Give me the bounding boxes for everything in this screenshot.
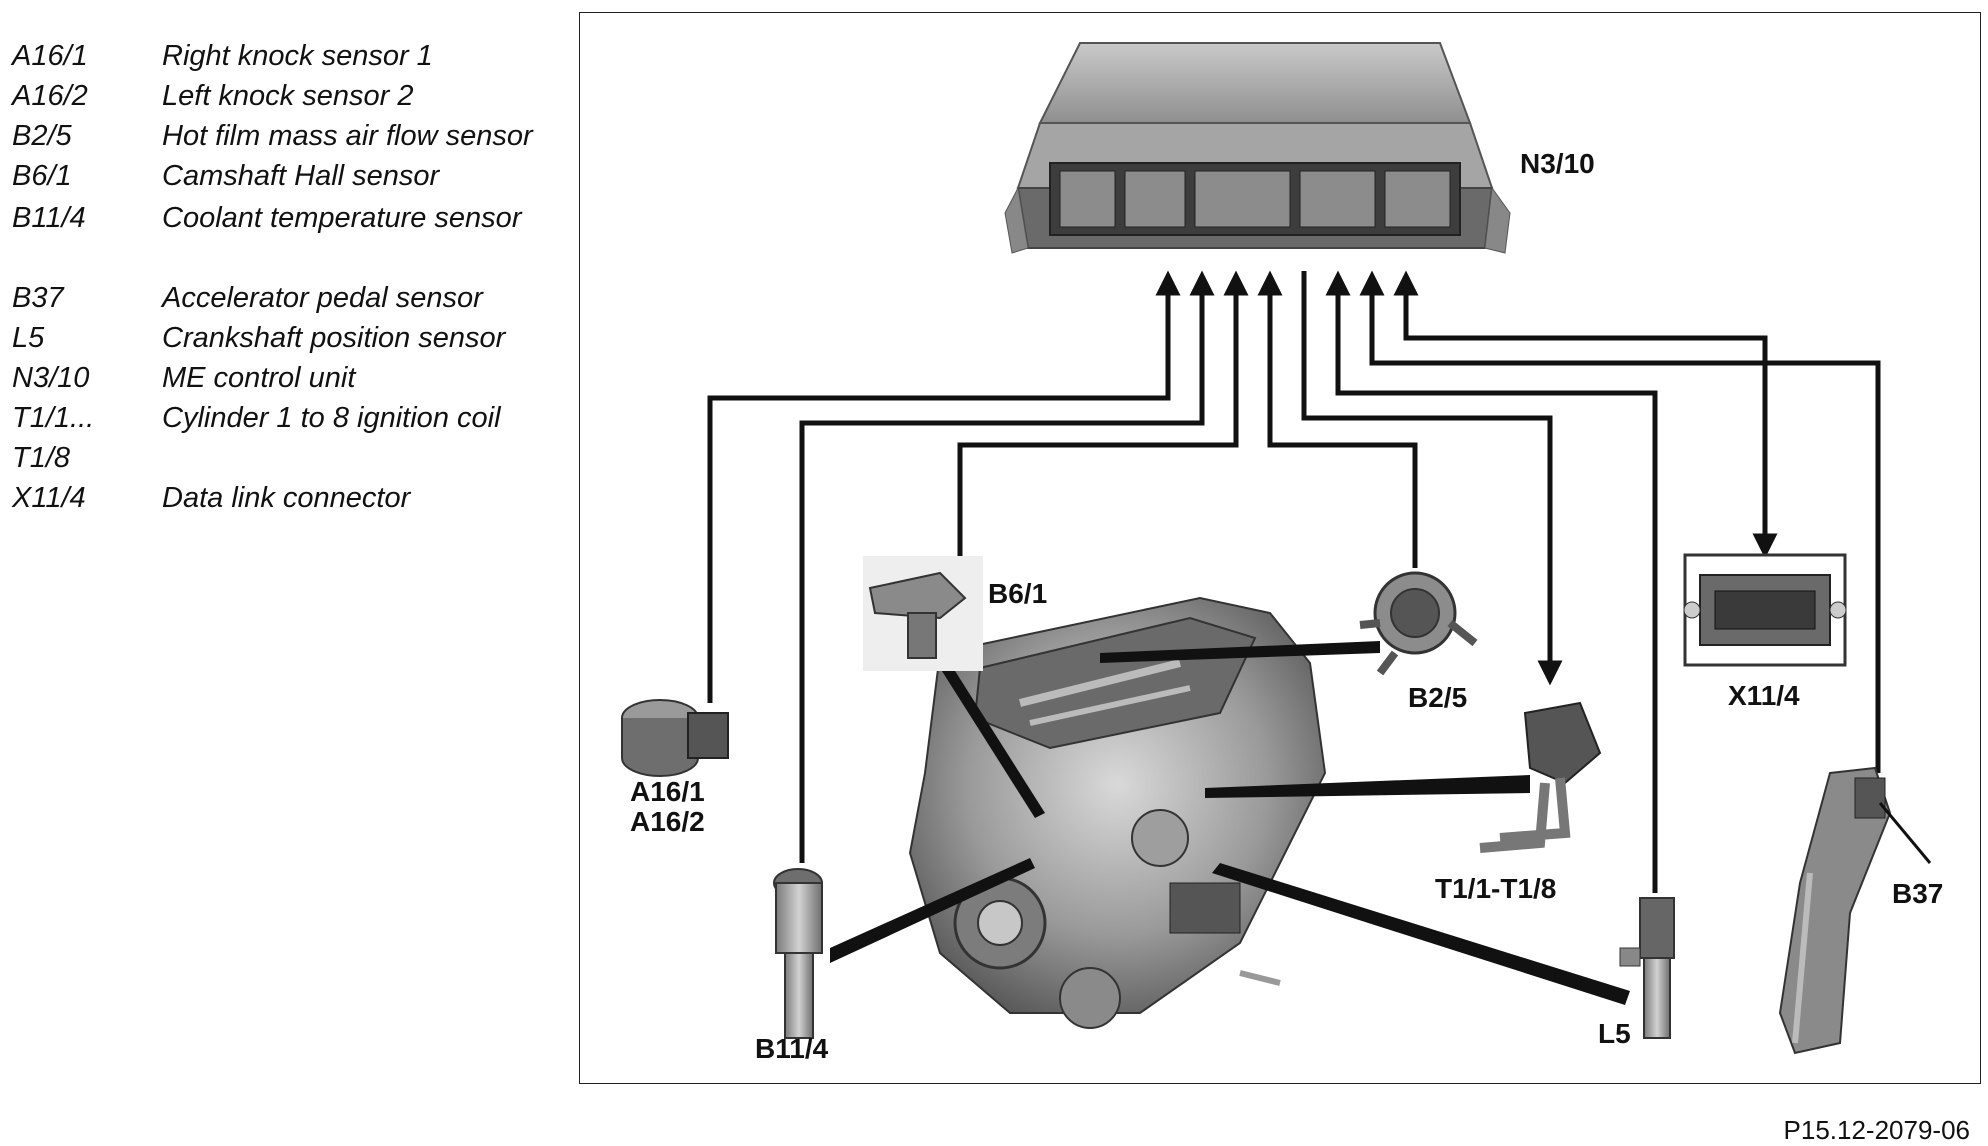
- pointer-wedges: [830, 641, 1630, 1005]
- ecu-module: [1004, 42, 1511, 254]
- legend-row: A16/2 Left knock sensor 2: [12, 76, 592, 116]
- wiring-diagram: N3/10 B6/1 B2/5 A16/1 A16/2 X11/4 T1/1-T…: [621, 42, 1943, 1064]
- legend-code: B6/1: [12, 160, 72, 192]
- legend-desc: Accelerator pedal sensor: [162, 282, 483, 314]
- legend-code: A16/2: [12, 80, 88, 112]
- crankshaft-sensor: [1619, 897, 1675, 1039]
- wedge-b6-1: [940, 663, 1045, 818]
- legend-row: A16/1 Right knock sensor 1: [12, 36, 592, 76]
- camshaft-sensor: [863, 556, 983, 671]
- line-b11-4: [799, 270, 1215, 863]
- legend-desc: Data link connector: [162, 482, 411, 514]
- coolant-sensor: [773, 868, 823, 1039]
- callout-b2-5: B2/5: [1408, 682, 1467, 713]
- legend-code: T1/1...: [12, 402, 95, 434]
- legend-row: N3/10 ME control unit: [12, 358, 592, 398]
- legend-row: X11/4 Data link connector: [12, 478, 592, 518]
- legend-code: A16/1: [12, 40, 88, 72]
- legend-row: B37 Accelerator pedal sensor: [12, 278, 592, 318]
- ignition-coil: [1479, 701, 1602, 853]
- figure-code: P15.12-2079-06: [1783, 1115, 1970, 1145]
- legend-row: L5 Crankshaft position sensor: [12, 318, 592, 358]
- legend-code: B11/4: [12, 202, 86, 234]
- data-link-connector: [1683, 553, 1847, 667]
- legend-row: B11/4 Coolant temperature sensor: [12, 198, 592, 238]
- wedge-b2-5: [1100, 641, 1380, 663]
- callout-t1: T1/1-T1/8: [1435, 873, 1556, 904]
- legend-code: B37: [12, 282, 64, 314]
- accelerator-pedal: [1778, 766, 1932, 1055]
- line-x11-4: [1393, 270, 1778, 559]
- legend-row: T1/1... Cylinder 1 to 8 ignition coil: [12, 398, 592, 438]
- legend-code: N3/10: [12, 362, 90, 394]
- legend-row: T1/8: [12, 438, 592, 478]
- legend-code: L5: [12, 322, 45, 354]
- line-b2-5: [1257, 270, 1418, 568]
- callout-x11-4: X11/4: [1728, 680, 1800, 711]
- legend-desc: Coolant temperature sensor: [162, 202, 522, 234]
- legend-code: B2/5: [12, 120, 72, 152]
- line-a16: [707, 270, 1181, 703]
- callout-l5: L5: [1598, 1018, 1631, 1049]
- legend-desc: Left knock sensor 2: [162, 80, 414, 112]
- callout-b6-1: B6/1: [988, 578, 1047, 609]
- legend-desc: ME control unit: [162, 362, 356, 394]
- callout-a16-2: A16/2: [630, 806, 705, 837]
- line-b6-1: [957, 270, 1249, 558]
- legend-code: T1/8: [12, 442, 71, 474]
- callout-b11-4: B11/4: [755, 1033, 829, 1064]
- signal-lines: [707, 270, 1881, 893]
- legend-row: B6/1 Camshaft Hall sensor: [12, 156, 592, 196]
- knock-sensor: [621, 699, 729, 777]
- wedge-l5: [1212, 863, 1630, 1005]
- diagram-frame: N3/10 B6/1 B2/5 A16/1 A16/2 X11/4 T1/1-T…: [579, 12, 1981, 1084]
- callout-n3-10: N3/10: [1520, 148, 1595, 179]
- legend-desc: Camshaft Hall sensor: [162, 160, 440, 192]
- legend-desc: Hot film mass air flow sensor: [162, 120, 533, 152]
- wedge-t1: [1205, 775, 1530, 798]
- callout-b37: B37: [1892, 878, 1943, 909]
- legend-desc: Cylinder 1 to 8 ignition coil: [162, 402, 501, 434]
- legend-desc: Right knock sensor 1: [162, 40, 433, 72]
- maf-sensor: [1359, 571, 1478, 676]
- callout-a16-1: A16/1: [630, 776, 705, 807]
- legend-desc: Crankshaft position sensor: [162, 322, 506, 354]
- legend-code: X11/4: [12, 482, 86, 514]
- engine: [908, 596, 1327, 1029]
- legend-row: B2/5 Hot film mass air flow sensor: [12, 116, 592, 156]
- wedge-b11-4: [830, 858, 1035, 963]
